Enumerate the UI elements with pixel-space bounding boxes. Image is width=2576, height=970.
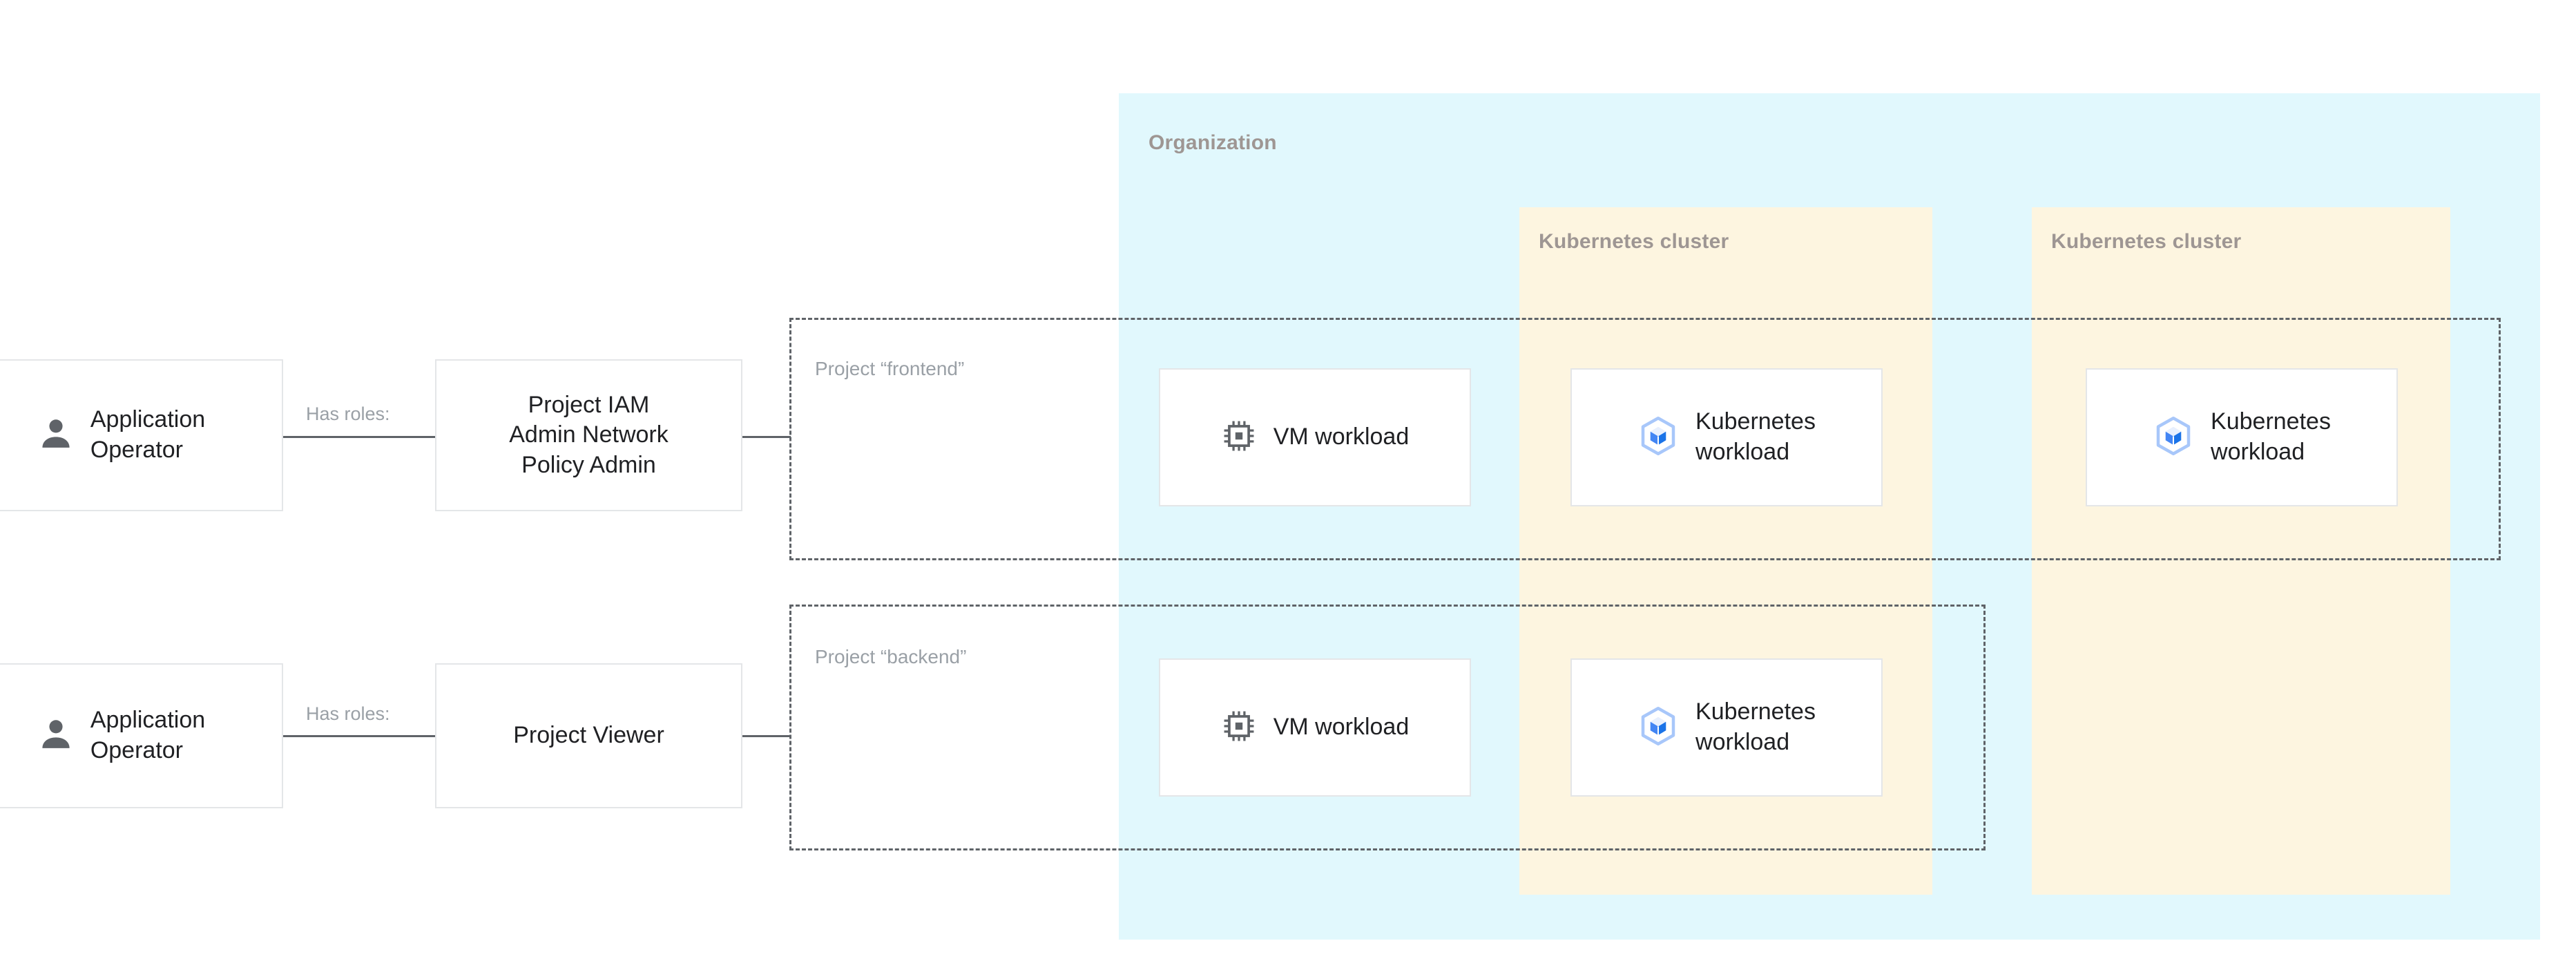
role-label-1: Project IAM Admin Network Policy Admin: [509, 391, 669, 478]
kubernetes-cluster-label-1: Kubernetes cluster: [1539, 230, 1729, 253]
workload-card-kubernetes-backend-cluster1[interactable]: Kubernetes workload: [1570, 658, 1883, 797]
actor-card-application-operator-2[interactable]: Application Operator: [0, 663, 283, 808]
has-roles-label-1: Has roles:: [306, 403, 390, 424]
workload-label-kubernetes-backend-cluster1: Kubernetes workload: [1695, 698, 1816, 755]
actor-label-2: Application Operator: [90, 707, 206, 763]
workload-card-vm-frontend[interactable]: VM workload: [1159, 368, 1471, 506]
has-roles-label-2: Has roles:: [306, 703, 390, 724]
person-icon: [37, 415, 75, 457]
kubernetes-cluster-label-2: Kubernetes cluster: [2051, 230, 2242, 253]
kubernetes-cube-icon: [1637, 415, 1679, 460]
project-frontend-label: Project “frontend”: [815, 358, 965, 379]
workload-label-kubernetes-frontend-cluster1: Kubernetes workload: [1695, 408, 1816, 465]
kubernetes-cluster-zone-2: [2032, 207, 2450, 895]
connector-role2-to-project-backend: [741, 735, 791, 737]
connector-actor1-to-role1: [283, 436, 436, 438]
organization-label: Organization: [1148, 131, 1277, 154]
actor-card-application-operator-1[interactable]: Application Operator: [0, 359, 283, 511]
workload-label-kubernetes-frontend-cluster2: Kubernetes workload: [2211, 408, 2331, 465]
workload-card-kubernetes-frontend-cluster2[interactable]: Kubernetes workload: [2086, 368, 2398, 506]
kubernetes-cube-icon: [1637, 705, 1679, 750]
connector-actor2-to-role2: [283, 735, 436, 737]
workload-label-vm-frontend: VM workload: [1273, 424, 1410, 450]
project-backend-boundary: [789, 605, 1986, 850]
connector-role1-to-project-frontend: [741, 436, 791, 438]
workload-label-vm-backend: VM workload: [1273, 714, 1410, 741]
role-card-project-iam-admin[interactable]: Project IAM Admin Network Policy Admin: [435, 359, 742, 511]
role-card-project-viewer[interactable]: Project Viewer: [435, 663, 742, 808]
cpu-chip-icon: [1221, 708, 1257, 748]
project-frontend-boundary: [789, 318, 2501, 560]
cpu-chip-icon: [1221, 418, 1257, 457]
actor-label-1: Application Operator: [90, 406, 206, 463]
workload-card-kubernetes-frontend-cluster1[interactable]: Kubernetes workload: [1570, 368, 1883, 506]
role-label-2: Project Viewer: [513, 722, 664, 749]
person-icon: [37, 715, 75, 757]
project-backend-label: Project “backend”: [815, 646, 967, 667]
kubernetes-cube-icon: [2153, 415, 2194, 460]
workload-card-vm-backend[interactable]: VM workload: [1159, 658, 1471, 797]
